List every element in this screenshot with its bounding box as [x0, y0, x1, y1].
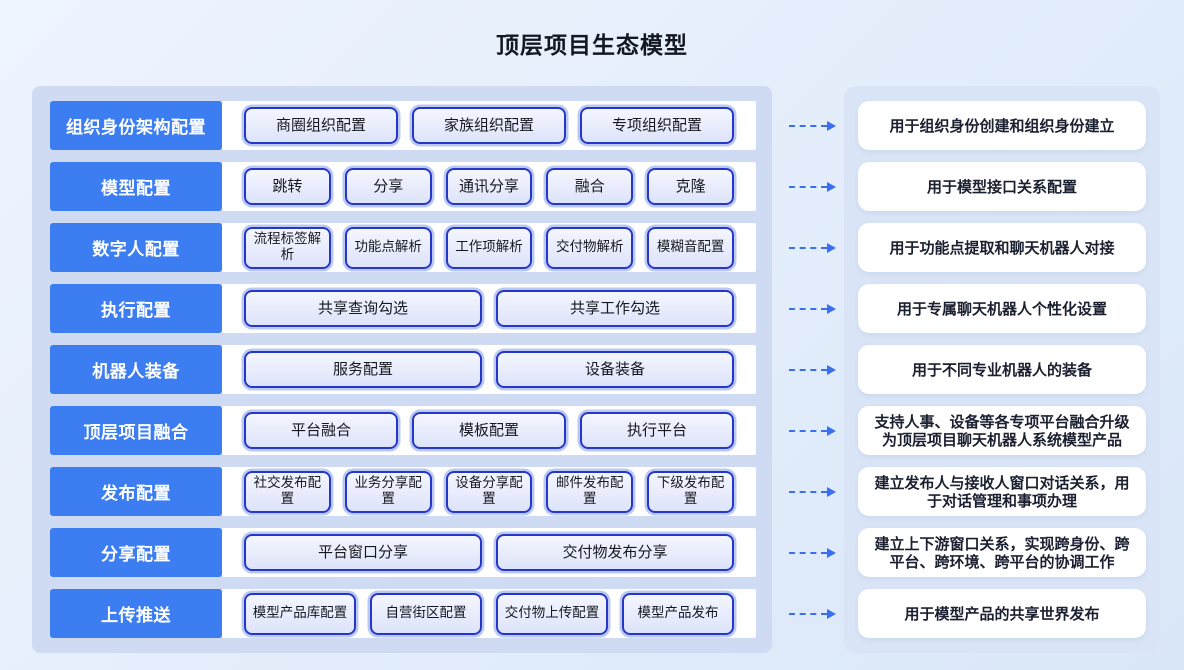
row-label: 分享配置: [50, 528, 222, 577]
node-box: 流程标签解析: [244, 226, 331, 269]
description-card: 建立发布人与接收人窗口对话关系，用于对话管理和事项办理: [858, 467, 1146, 516]
row-strip: 平台融合 模板配置 执行平台: [222, 406, 756, 455]
row-label: 顶层项目融合: [50, 406, 222, 455]
description-card: 建立上下游窗口关系，实现跨身份、跨平台、跨环境、跨平台的协调工作: [858, 528, 1146, 577]
description-card: 用于组织身份创建和组织身份建立: [858, 101, 1146, 150]
node-box: 交付物解析: [546, 226, 634, 269]
node-box: 专项组织配置: [580, 107, 734, 144]
description-card: 用于模型产品的共享世界发布: [858, 589, 1146, 638]
description-card: 用于模型接口关系配置: [858, 162, 1146, 211]
dashed-arrow-icon: [789, 364, 836, 375]
node-box: 共享查询勾选: [244, 290, 482, 327]
node-box: 平台窗口分享: [244, 534, 482, 571]
ecosystem-diagram: 组织身份架构配置 商圈组织配置 家族组织配置 专项组织配置 模型配置 跳转 分享…: [32, 86, 1160, 653]
row-strip: 共享查询勾选 共享工作勾选: [222, 284, 756, 333]
description-card: 用于专属聊天机器人个性化设置: [858, 284, 1146, 333]
row-robot-equipment: 机器人装备 服务配置 设备装备: [50, 345, 756, 394]
node-box: 平台融合: [244, 412, 398, 449]
row-execution-config: 执行配置 共享查询勾选 共享工作勾选: [50, 284, 756, 333]
node-box: 共享工作勾选: [496, 290, 734, 327]
node-box: 模板配置: [412, 412, 566, 449]
dashed-arrow-icon: [789, 608, 836, 619]
row-model-config: 模型配置 跳转 分享 通讯分享 融合 克隆: [50, 162, 756, 211]
node-box: 分享: [344, 168, 432, 205]
node-box: 社交发布配置: [244, 470, 331, 513]
description-card: 用于不同专业机器人的装备: [858, 345, 1146, 394]
node-box: 工作项解析: [445, 226, 533, 269]
row-upload-push: 上传推送 模型产品库配置 自营街区配置 交付物上传配置 模型产品发布: [50, 589, 756, 638]
arrows-column: [772, 86, 844, 653]
row-strip: 社交发布配置 业务分享配置 设备分享配置 邮件发布配置 下级发布配置: [222, 467, 756, 516]
node-box: 交付物上传配置: [496, 592, 608, 635]
row-strip: 跳转 分享 通讯分享 融合 克隆: [222, 162, 756, 211]
row-strip: 商圈组织配置 家族组织配置 专项组织配置: [222, 101, 756, 150]
node-box: 功能点解析: [344, 226, 432, 269]
node-box: 跳转: [244, 168, 331, 205]
dashed-arrow-icon: [789, 486, 836, 497]
node-box: 克隆: [647, 168, 734, 205]
row-strip: 流程标签解析 功能点解析 工作项解析 交付物解析 模糊音配置: [222, 223, 756, 272]
dashed-arrow-icon: [789, 303, 836, 314]
row-strip: 模型产品库配置 自营街区配置 交付物上传配置 模型产品发布: [222, 589, 756, 638]
row-strip: 服务配置 设备装备: [222, 345, 756, 394]
row-label: 数字人配置: [50, 223, 222, 272]
node-box: 模型产品库配置: [244, 592, 356, 635]
row-organization-identity: 组织身份架构配置 商圈组织配置 家族组织配置 专项组织配置: [50, 101, 756, 150]
row-share-config: 分享配置 平台窗口分享 交付物发布分享: [50, 528, 756, 577]
node-box: 邮件发布配置: [546, 470, 634, 513]
node-box: 业务分享配置: [344, 470, 432, 513]
node-box: 商圈组织配置: [244, 107, 398, 144]
page-title: 顶层项目生态模型: [496, 33, 688, 59]
row-strip: 平台窗口分享 交付物发布分享: [222, 528, 756, 577]
node-box: 融合: [546, 168, 634, 205]
row-label: 组织身份架构配置: [50, 101, 222, 150]
node-box: 模糊音配置: [647, 226, 734, 269]
node-box: 交付物发布分享: [496, 534, 734, 571]
node-box: 自营街区配置: [370, 592, 482, 635]
node-box: 模型产品发布: [622, 592, 734, 635]
node-box: 下级发布配置: [647, 470, 734, 513]
dashed-arrow-icon: [789, 547, 836, 558]
node-box: 通讯分享: [445, 168, 533, 205]
row-top-project-fusion: 顶层项目融合 平台融合 模板配置 执行平台: [50, 406, 756, 455]
row-label: 上传推送: [50, 589, 222, 638]
node-box: 设备分享配置: [445, 470, 533, 513]
node-box: 执行平台: [580, 412, 734, 449]
row-label: 模型配置: [50, 162, 222, 211]
dashed-arrow-icon: [789, 120, 836, 131]
row-publish-config: 发布配置 社交发布配置 业务分享配置 设备分享配置 邮件发布配置 下级发布配置: [50, 467, 756, 516]
description-card: 支持人事、设备等各专项平台融合升级为顶层项目聊天机器人系统模型产品: [858, 406, 1146, 455]
descriptions-panel: 用于组织身份创建和组织身份建立 用于模型接口关系配置 用于功能点提取和聊天机器人…: [844, 86, 1160, 653]
dashed-arrow-icon: [789, 425, 836, 436]
row-label: 发布配置: [50, 467, 222, 516]
dashed-arrow-icon: [789, 242, 836, 253]
row-digital-human: 数字人配置 流程标签解析 功能点解析 工作项解析 交付物解析 模糊音配置: [50, 223, 756, 272]
node-box: 家族组织配置: [412, 107, 566, 144]
config-rows-panel: 组织身份架构配置 商圈组织配置 家族组织配置 专项组织配置 模型配置 跳转 分享…: [32, 86, 772, 653]
row-label: 机器人装备: [50, 345, 222, 394]
dashed-arrow-icon: [789, 181, 836, 192]
node-box: 设备装备: [496, 351, 734, 388]
row-label: 执行配置: [50, 284, 222, 333]
description-card: 用于功能点提取和聊天机器人对接: [858, 223, 1146, 272]
node-box: 服务配置: [244, 351, 482, 388]
